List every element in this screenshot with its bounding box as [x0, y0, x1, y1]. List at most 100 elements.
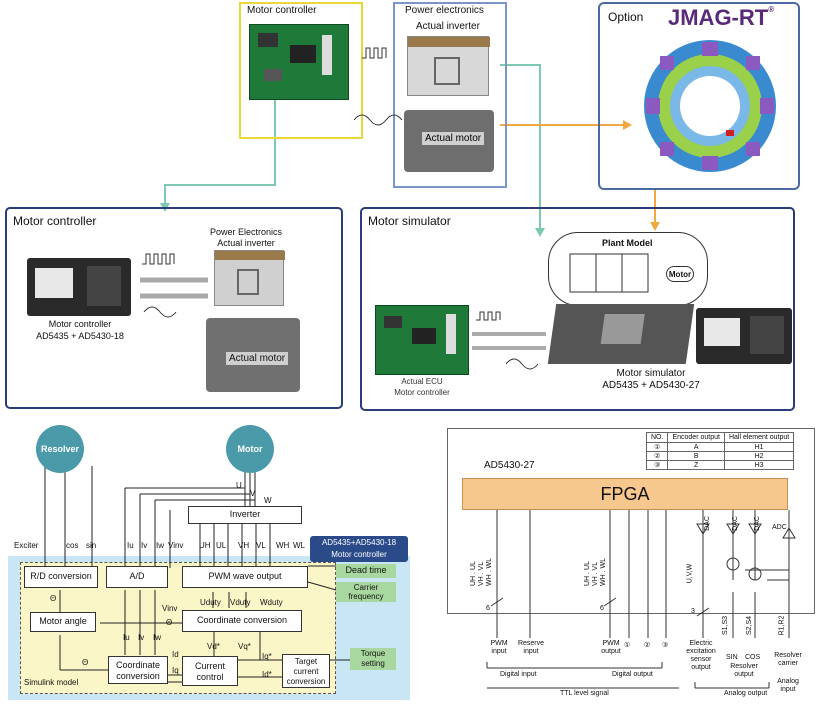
iw2-label: Iw [153, 633, 161, 642]
uh-label: UH [199, 541, 211, 550]
resolver-carrier-label: Resolver carrier [774, 652, 802, 667]
coord-conversion-block: Coordinate conversion [182, 610, 302, 632]
inverter-block: Inverter [188, 506, 302, 524]
digital-output-label: Digital output [612, 671, 653, 678]
vinv-label: Vinv [168, 541, 184, 550]
pwm-signals-out: UH . UL VH . VL WH . WL [584, 558, 607, 586]
plant-model-label: Plant Model [602, 238, 653, 248]
exciter-label: Exciter [14, 541, 39, 550]
dac-label-1: DAC [703, 516, 711, 531]
dac-label-3: DAC [753, 516, 761, 531]
iv2-label: Iv [138, 633, 145, 642]
option-label: Option [608, 10, 644, 24]
sin-label: sin [86, 541, 97, 550]
rd-conversion-block: R/D conversion [24, 566, 98, 588]
pwm-output-label: PWM output [601, 640, 621, 655]
power-electronics-label: Power electronics [405, 5, 484, 16]
signal-waves [353, 47, 403, 126]
theta-label-1: Θ [50, 594, 57, 603]
s1s3-label: S1,S3 [722, 615, 730, 636]
fpga-frame [447, 428, 815, 614]
ecu-board-photo [249, 24, 349, 100]
vd-label: Vd* [207, 642, 220, 651]
simulator-device-photo [696, 308, 792, 364]
iv-label: Iv [141, 541, 148, 550]
actual-motor-label: Actual motor [422, 132, 485, 145]
uvw-label: U,V,W [686, 563, 694, 584]
torque-setting-box: Torque setting [350, 648, 396, 670]
motor-controller-label: Motor controller [247, 5, 317, 16]
motor-controller-frame [239, 2, 363, 139]
inverter-photo [407, 36, 490, 96]
fpga-model-label: AD5430-27 [484, 460, 535, 471]
simulator-label-1: Motor simulator [616, 368, 686, 379]
left-waves [140, 253, 208, 318]
simulink-label: Simulink model [24, 678, 79, 687]
pwm-input-label: PWM input [490, 640, 508, 655]
count-6b: 6 [600, 605, 604, 612]
id-star-label: Id* [262, 670, 272, 679]
left-motor-photo: Actual motor [206, 318, 300, 392]
output-table: NO. Encoder output Hall element output ①… [645, 432, 795, 470]
dac-label-2: DAC [731, 516, 739, 531]
reserve-input-label: Reserve input [517, 640, 545, 655]
count-6a: 6 [486, 605, 490, 612]
plant-model-cloud [548, 232, 708, 306]
analog-output-label: Analog output [724, 690, 768, 697]
electric-label: Electric excitation sensor output [686, 640, 716, 671]
dead-time-box: Dead time [336, 564, 396, 578]
analog-input-label: Analog input [777, 678, 799, 693]
target-current-block: Target current conversion [282, 654, 330, 688]
cos-label: cos [66, 541, 79, 550]
adc-label: ADC [772, 524, 787, 531]
carrier-frequency-box: Carrier frequency [336, 582, 396, 602]
out3-label: ③ [662, 642, 669, 649]
left-inverter-photo [214, 250, 285, 306]
controller-device-label-2: AD5435 + AD5430-18 [36, 331, 124, 341]
vq-label: Vq* [238, 642, 251, 651]
block-diagram-wires [44, 458, 350, 683]
theta-label-3: Θ [82, 658, 89, 667]
vl-label: VL [256, 541, 266, 550]
resolver-output-label: Resolver output [730, 663, 758, 678]
out2-label: ② [644, 642, 651, 649]
motor-controller-panel-title: Motor controller [13, 214, 97, 228]
pwm-signals-in: UH . UL VH . VL WH . WL [470, 558, 493, 586]
simulator-label-2: AD5435 + AD5430-27 [602, 380, 700, 391]
right-waves [472, 311, 546, 370]
wl-label: WL [293, 541, 305, 550]
iu-label: Iu [127, 541, 134, 550]
controller-device-photo [27, 258, 131, 316]
count-3: 3 [691, 608, 695, 615]
v-label: V [250, 489, 256, 498]
ttl-label: TTL level signal [560, 690, 609, 697]
left-actual-motor-label: Actual motor [226, 352, 289, 365]
simulator-board-photo [547, 304, 695, 364]
motor-angle-block: Motor angle [30, 612, 96, 632]
motor-fem-image [644, 40, 776, 172]
actual-inverter-label: Actual inverter [416, 21, 480, 32]
motor-node-bottom: Motor [226, 425, 274, 473]
actual-motor-photo: Actual motor [404, 110, 494, 172]
inverter-schematic [569, 253, 649, 293]
w-label: W [264, 496, 272, 505]
wduty-label: Wduty [260, 598, 283, 607]
option-frame [598, 2, 800, 190]
vh-label: VH [238, 541, 250, 550]
iw-label: Iw [156, 541, 164, 550]
u-label: U [236, 481, 242, 490]
jmag-logo: JMAG-RT® [668, 5, 775, 30]
motor-node: Motor [666, 266, 694, 282]
current-control-block: Current control [182, 656, 238, 686]
motor-controller-panel [5, 207, 343, 409]
s2s4-label: S2,S4 [746, 615, 754, 636]
iq-star-label: Iq* [262, 652, 272, 661]
ecu-label-2: Motor controller [394, 388, 450, 397]
ecu-photo [375, 305, 469, 375]
pe-label-2: Actual inverter [217, 238, 275, 248]
fpga-block: FPGA [462, 478, 788, 510]
pe-label-1: Power Electronics [209, 227, 283, 237]
ad-block: A/D [106, 566, 168, 588]
ul-label: UL [216, 541, 227, 550]
iu2-label: Iu [123, 633, 130, 642]
